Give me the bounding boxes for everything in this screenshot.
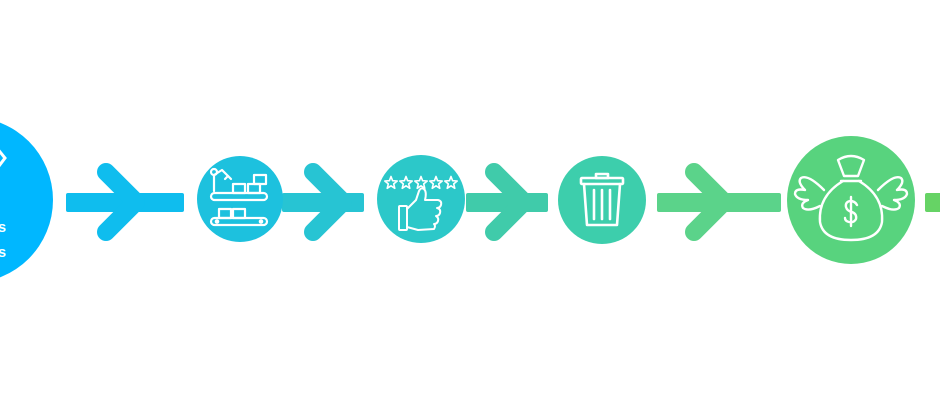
connector-1 (66, 163, 184, 241)
first-node (0, 122, 53, 278)
first-node-label-line-2: s (0, 244, 7, 261)
diamond-icon (0, 149, 7, 168)
stage-2-node (377, 155, 465, 243)
thumbs-up-five-stars-icon (383, 175, 459, 231)
star-icon (398, 175, 414, 190)
star-icon (443, 175, 459, 190)
trash-bin-icon (579, 172, 625, 227)
stage-1-node (197, 156, 283, 242)
connector-2 (282, 163, 364, 241)
star-icon (413, 175, 429, 190)
factory-conveyor-icon (209, 167, 269, 227)
star-icon (383, 175, 399, 190)
connector-5 (925, 193, 940, 212)
star-icon (428, 175, 444, 190)
connector-4 (657, 163, 781, 241)
stage-3-node (558, 156, 646, 244)
connector-3 (466, 163, 548, 241)
money-bag-with-wings-icon (793, 154, 909, 242)
first-node-label-line-1: s (0, 219, 7, 236)
stage-4-node (787, 136, 915, 264)
